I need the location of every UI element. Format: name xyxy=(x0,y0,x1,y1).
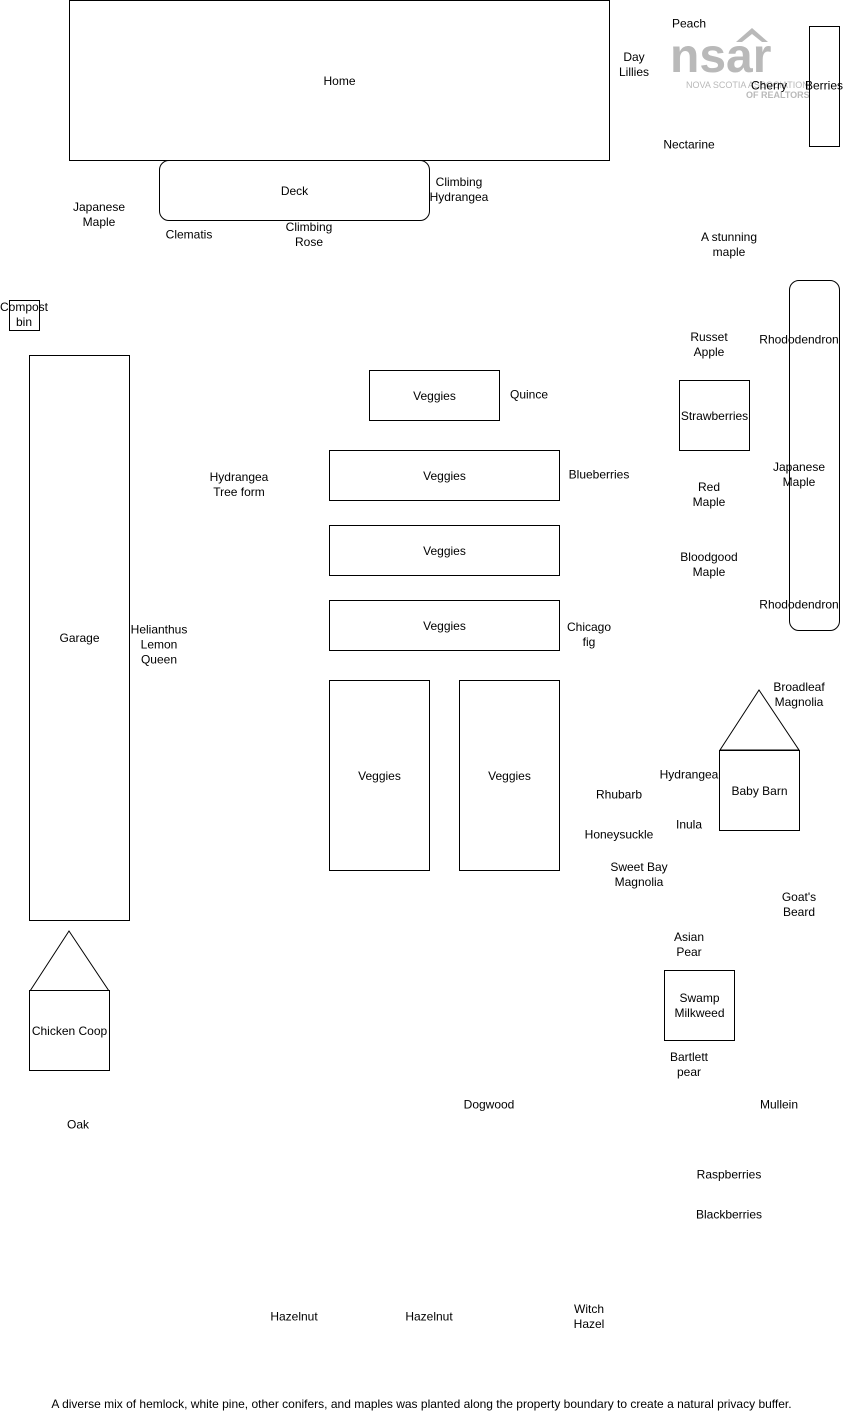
chicken-coop-structure: Chicken Coop xyxy=(29,990,110,1071)
veggies-bed-6: Veggies xyxy=(459,680,560,871)
veggies-bed-label: Veggies xyxy=(423,618,466,633)
veggies-bed-2: Veggies xyxy=(329,450,560,501)
plant-rhododendron-1: Rhododendron xyxy=(759,332,839,347)
plant-climbing-rose: Climbing Rose xyxy=(285,220,333,249)
plant-broadleaf-magnolia: Broadleaf Magnolia xyxy=(773,680,825,709)
plant-dogwood: Dogwood xyxy=(463,1097,515,1112)
plant-hazelnut-1: Hazelnut xyxy=(270,1309,318,1324)
veggies-bed-label: Veggies xyxy=(413,388,456,403)
plant-mullein: Mullein xyxy=(759,1097,799,1112)
plant-hydrangea-tree: Hydrangea Tree form xyxy=(209,470,269,499)
plant-helianthus: Helianthus Lemon Queen xyxy=(130,622,188,667)
berries-bed xyxy=(809,26,840,147)
plant-stunning-maple: A stunning maple xyxy=(700,230,758,259)
nsar-watermark-logo: nsar NOVA SCOTIA ASSOCIATION OF REALTORS xyxy=(670,28,810,100)
svg-text:NOVA SCOTIA ASSOCIATION: NOVA SCOTIA ASSOCIATION xyxy=(686,80,809,90)
plant-raspberries: Raspberries xyxy=(696,1167,762,1182)
svg-text:OF REALTORS: OF REALTORS xyxy=(746,90,810,100)
garage-structure: Garage xyxy=(29,355,130,921)
veggies-bed-5: Veggies xyxy=(329,680,430,871)
plant-japanese-maple-1: Japanese Maple xyxy=(72,200,126,229)
plant-climbing-hydrangea: Climbing Hydrangea xyxy=(429,175,489,204)
plant-blueberries: Blueberries xyxy=(568,467,630,482)
plant-hydrangea: Hydrangea xyxy=(659,767,719,782)
svg-text:nsar: nsar xyxy=(670,30,771,83)
plant-nectarine: Nectarine xyxy=(663,137,715,152)
plant-chicago-fig: Chicago fig xyxy=(566,620,612,649)
plant-red-maple: Red Maple xyxy=(692,480,726,509)
swamp-milkweed-bed: Swamp Milkweed xyxy=(664,970,735,1041)
plant-clematis: Clematis xyxy=(165,227,213,242)
veggies-bed-label: Veggies xyxy=(358,768,401,783)
garage-label: Garage xyxy=(59,631,100,645)
plant-quince: Quince xyxy=(509,387,549,402)
privacy-buffer-caption: A diverse mix of hemlock, white pine, ot… xyxy=(51,1397,792,1411)
plant-hazelnut-2: Hazelnut xyxy=(405,1309,453,1324)
deck-structure: Deck xyxy=(159,160,430,221)
plant-peach: Peach xyxy=(671,16,707,31)
plant-day-lillies: Day Lillies xyxy=(618,50,650,79)
deck-label: Deck xyxy=(280,183,309,198)
plant-russet-apple: Russet Apple xyxy=(690,330,728,359)
plant-japanese-maple-2: Japanese Maple xyxy=(772,460,826,489)
veggies-bed-label: Veggies xyxy=(423,468,466,483)
plant-oak: Oak xyxy=(66,1117,90,1132)
plant-bloodgood-maple: Bloodgood Maple xyxy=(680,550,738,579)
plant-rhubarb: Rhubarb xyxy=(595,787,643,802)
plant-rhododendron-2: Rhododendron xyxy=(759,597,839,612)
strawberries-bed: Strawberries xyxy=(679,380,750,451)
plant-asian-pear: Asian Pear xyxy=(673,930,705,959)
plant-sweet-bay-magnolia: Sweet Bay Magnolia xyxy=(610,860,668,889)
veggies-bed-label: Veggies xyxy=(423,543,466,558)
rhododendron-hedge xyxy=(789,280,840,631)
baby-barn-structure: Baby Barn xyxy=(719,750,800,831)
veggies-bed-label: Veggies xyxy=(488,768,531,783)
plant-blackberries: Blackberries xyxy=(695,1207,763,1222)
home-label: Home xyxy=(323,73,356,88)
compost-bin xyxy=(9,300,40,331)
home-structure: Home xyxy=(69,0,610,161)
berries-label: Berries xyxy=(804,78,843,93)
plant-bartlett-pear: Bartlett pear xyxy=(669,1050,709,1079)
swamp-milkweed-label: Swamp Milkweed xyxy=(674,990,725,1020)
chicken-coop-roof xyxy=(29,930,110,992)
veggies-bed-4: Veggies xyxy=(329,600,560,651)
plant-cherry: Cherry xyxy=(750,78,788,93)
plant-honeysuckle: Honeysuckle xyxy=(584,827,654,842)
plant-inula: Inula xyxy=(675,817,703,832)
chicken-coop-label: Chicken Coop xyxy=(31,1023,108,1038)
baby-barn-label: Baby Barn xyxy=(731,783,788,798)
strawberries-label: Strawberries xyxy=(680,408,749,423)
compost-bin-label: Compost bin xyxy=(0,300,49,329)
veggies-bed-1: Veggies xyxy=(369,370,500,421)
veggies-bed-3: Veggies xyxy=(329,525,560,576)
plant-witch-hazel: Witch Hazel xyxy=(573,1302,605,1331)
plant-goats-beard: Goat's Beard xyxy=(781,890,817,919)
